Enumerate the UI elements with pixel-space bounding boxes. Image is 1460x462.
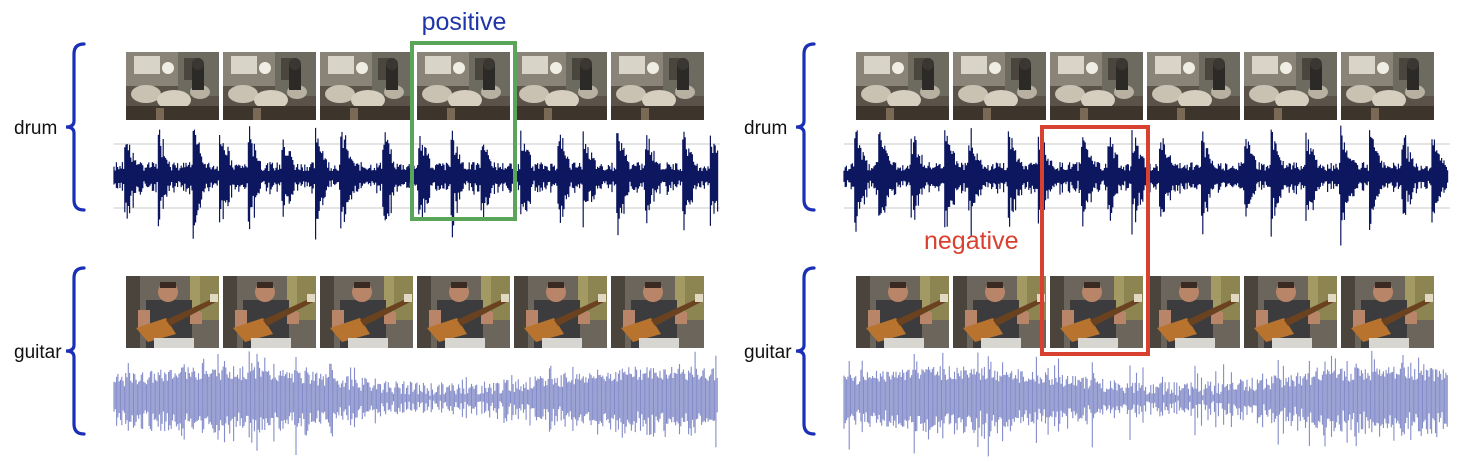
negative-label: negative: [924, 227, 1019, 255]
drum-video-frame: [953, 52, 1046, 120]
drum-video-frame: [223, 52, 316, 120]
row-label: guitar: [744, 342, 792, 363]
guitar-video-frame: [611, 276, 704, 348]
guitar-video-frame: [953, 276, 1046, 348]
brace-icon: [795, 42, 816, 212]
negative-box: [1040, 125, 1150, 356]
row-drum: drum: [14, 42, 720, 240]
brace-icon: [65, 42, 86, 212]
drum-video-frame: [514, 52, 607, 120]
row-label: drum: [744, 118, 787, 139]
highlight-negative: negative: [924, 125, 1150, 356]
row-label: drum: [14, 118, 57, 139]
guitar-video-frame: [856, 276, 949, 348]
brace-icon: [65, 266, 86, 436]
drum-video-frame: [856, 52, 949, 120]
panel-positive: drum guitar positive: [14, 8, 720, 455]
video-frame-strip: [126, 52, 704, 120]
drum-video-frame: [611, 52, 704, 120]
guitar-video-frame: [126, 276, 219, 348]
panel-negative: drum guitar negative: [744, 42, 1450, 457]
row-guitar: guitar: [744, 266, 1448, 457]
guitar-video-frame: [1244, 276, 1337, 348]
drum-video-frame: [126, 52, 219, 120]
drum-video-frame: [1050, 52, 1143, 120]
positive-box: [410, 41, 517, 221]
drum-video-frame: [320, 52, 413, 120]
video-frame-strip: [856, 276, 1434, 348]
drum-audio-waveform: [113, 126, 720, 240]
guitar-video-frame: [1050, 276, 1143, 348]
guitar-video-frame: [1341, 276, 1434, 348]
guitar-video-frame: [320, 276, 413, 348]
drum-video-frame: [417, 52, 510, 120]
guitar-audio-waveform: [113, 351, 718, 455]
guitar-video-frame: [417, 276, 510, 348]
drum-video-frame: [1147, 52, 1240, 120]
highlight-positive: positive: [410, 8, 517, 221]
drum-video-frame: [1341, 52, 1434, 120]
guitar-video-frame: [514, 276, 607, 348]
brace-icon: [795, 266, 816, 436]
guitar-audio-waveform: [843, 350, 1448, 457]
guitar-video-frame: [1147, 276, 1240, 348]
row-guitar: guitar: [14, 266, 718, 455]
positive-label: positive: [422, 8, 507, 36]
row-drum: drum: [744, 42, 1450, 246]
drum-video-frame: [1244, 52, 1337, 120]
row-label: guitar: [14, 342, 62, 363]
video-frame-strip: [126, 276, 704, 348]
video-frame-strip: [856, 52, 1434, 120]
guitar-video-frame: [223, 276, 316, 348]
